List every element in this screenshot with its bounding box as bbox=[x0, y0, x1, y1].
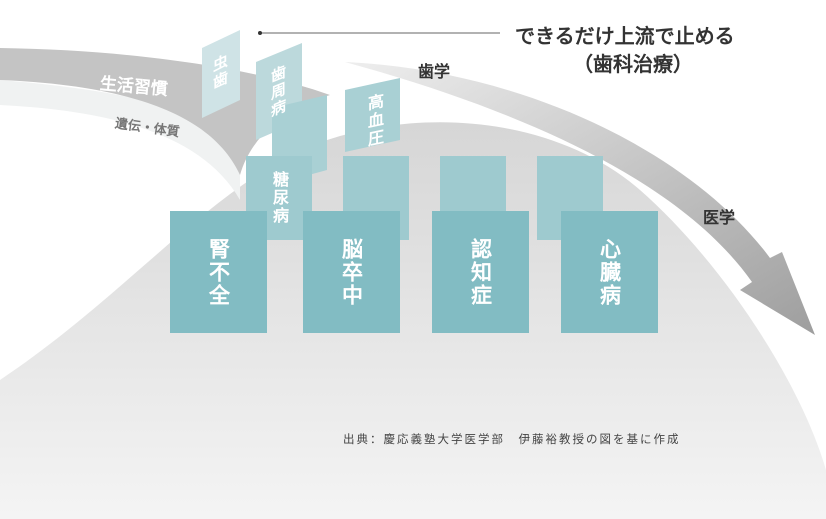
label-kidney-failure: 腎不全 bbox=[206, 237, 231, 307]
headline-line2: （歯科治療） bbox=[573, 52, 693, 76]
source-note: 出典：慶応義塾大学医学部 伊藤裕教授の図を基に作成 bbox=[343, 432, 681, 446]
label-periodontal: 歯周病 bbox=[269, 62, 287, 121]
heredity-band bbox=[0, 80, 240, 200]
medicine-arrow bbox=[345, 62, 815, 335]
label-diabetes: 糖尿病 bbox=[270, 171, 289, 225]
headline-line1: できるだけ上流で止める bbox=[515, 24, 735, 48]
box-caries bbox=[202, 30, 240, 118]
label-hypertension: 高血圧 bbox=[365, 91, 384, 150]
box-kidney-failure: 腎不全 bbox=[170, 211, 267, 333]
box-heart-disease: 心臓病 bbox=[561, 211, 658, 333]
large-swoosh bbox=[0, 122, 826, 519]
label-dementia: 認知症 bbox=[468, 237, 493, 307]
box-stroke: 脳卒中 bbox=[303, 211, 400, 333]
box-dementia: 認知症 bbox=[432, 211, 529, 333]
label-dentistry: 歯学 bbox=[418, 62, 451, 81]
label-heart-disease: 心臓病 bbox=[597, 237, 622, 307]
lifestyle-band bbox=[0, 48, 330, 175]
label-stroke: 脳卒中 bbox=[339, 237, 364, 307]
pointer-dot bbox=[258, 31, 262, 35]
label-medicine: 医学 bbox=[703, 208, 736, 227]
box-hypertension bbox=[345, 78, 400, 152]
